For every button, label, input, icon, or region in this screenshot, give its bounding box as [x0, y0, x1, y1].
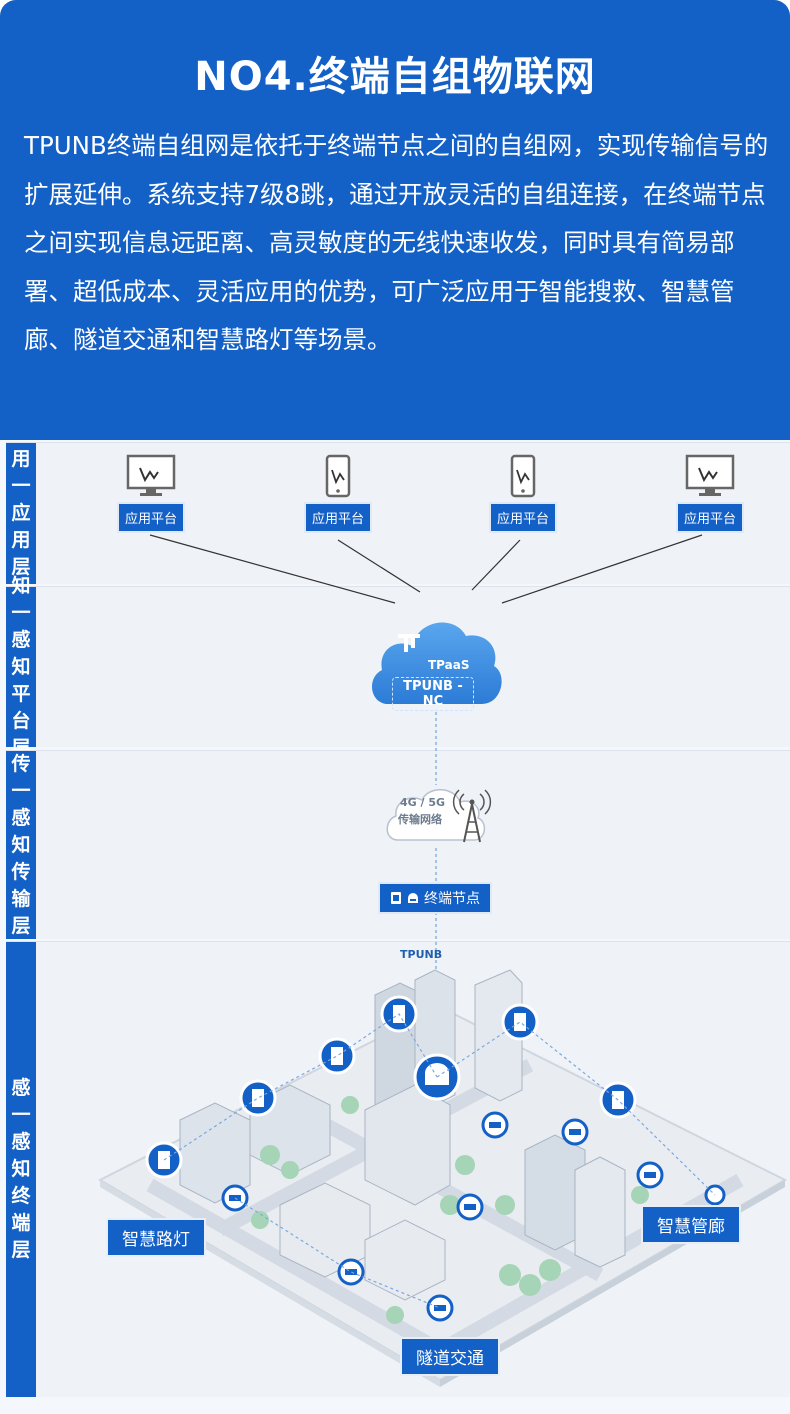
layer-label: 用一应用层	[6, 443, 36, 584]
layer-label: 传一感知传输层	[6, 751, 36, 939]
app-platform-label: 应用平台	[116, 502, 185, 533]
sensor-marker-icon	[426, 1294, 454, 1322]
app-platform-2: 应用平台	[278, 454, 398, 533]
platform-name: TPaaS	[428, 658, 470, 672]
scene-tag-pipe-gallery: 智慧管廊	[641, 1205, 741, 1244]
connector-line	[471, 539, 521, 591]
connector-line	[149, 534, 396, 604]
signal-tower-icon	[452, 789, 492, 843]
header-banner: NO4.终端自组物联网 TPUNB终端自组网是依托于终端节点之间的自组网，实现传…	[0, 0, 790, 440]
scene-tag-streetlight: 智慧路灯	[106, 1218, 206, 1257]
phone-icon	[510, 454, 536, 498]
tpunb-label: TPUNB	[400, 948, 443, 961]
smart-city-illustration	[97, 969, 788, 1387]
tag-device-icon	[391, 892, 401, 904]
page-title: NO4.终端自组物联网	[194, 54, 596, 100]
scene-tag-tunnel-traffic: 隧道交通	[400, 1337, 500, 1376]
network-type: 4G / 5G	[400, 796, 446, 809]
app-platform-label: 应用平台	[303, 502, 372, 533]
sensor-marker-icon	[481, 1111, 509, 1139]
app-platform-label: 应用平台	[675, 502, 744, 533]
tpunb-logo-icon	[398, 634, 420, 652]
terminal-node-label: 终端节点	[378, 882, 492, 914]
monitor-icon	[685, 454, 735, 496]
app-platform-3: 应用平台	[463, 454, 583, 533]
network-cloud	[386, 789, 492, 843]
sensor-marker-icon	[636, 1161, 664, 1189]
connector-line	[337, 539, 421, 593]
streetlight-marker-icon	[318, 1037, 356, 1075]
sensor-marker-icon	[456, 1193, 484, 1221]
app-platform-label: 应用平台	[488, 502, 557, 533]
bell-device-icon	[408, 893, 418, 903]
mesh-links	[163, 1013, 716, 1309]
sensor-marker-icon	[561, 1118, 589, 1146]
app-platform-1: 应用平台	[91, 454, 211, 533]
layer-label: 感一感知终端层	[6, 942, 36, 1397]
monitor-icon	[126, 454, 176, 496]
intro-paragraph: TPUNB终端自组网是依托于终端节点之间的自组网，实现传输信号的扩展延伸。系统支…	[24, 131, 769, 354]
tpaas-cloud	[371, 622, 502, 704]
platform-sub: TPUNB - NC	[392, 677, 474, 711]
streetlight-marker-icon	[501, 1003, 539, 1041]
sensor-marker-icon	[337, 1258, 365, 1286]
trees	[251, 1096, 649, 1324]
layer-label: 知一感知平台层	[6, 575, 36, 759]
connector-line	[501, 534, 703, 604]
network-label: 传输网络	[398, 813, 442, 826]
phone-icon	[325, 454, 351, 498]
terminal-node-text: 终端节点	[424, 891, 480, 907]
app-platform-4: 应用平台	[650, 454, 770, 533]
streetlight-marker-icon	[239, 1079, 277, 1117]
